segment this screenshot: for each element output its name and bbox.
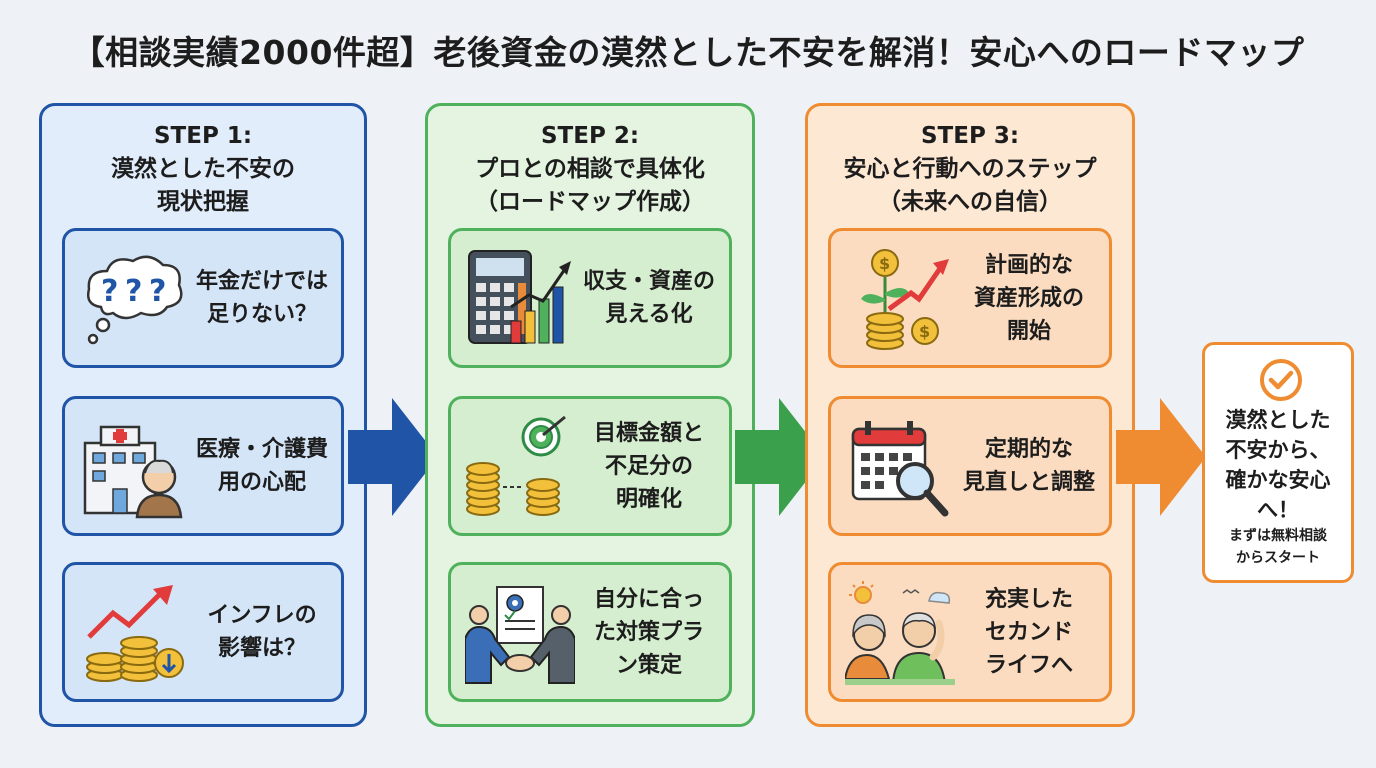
card-text-line: ライフへ: [984, 652, 1073, 678]
card-text-line: インフレの: [207, 603, 317, 628]
thought-cloud-question-icon: ? ? ?: [87, 255, 183, 345]
step-3-label: STEP 3:: [920, 123, 1020, 149]
card-text-line: 開始: [1006, 318, 1051, 344]
goal-box: 漠然とした 不安から、 確かな安心 へ！ まずは無料相談 からスタート: [1202, 342, 1354, 583]
card-regular-review: 定期的な 見直しと調整: [828, 396, 1112, 536]
free-consultation-note: まずは無料相談 からスタート: [1205, 525, 1351, 569]
card-inflation-impact: インフレの 影響は？: [62, 562, 344, 702]
note-line: からスタート: [1236, 550, 1320, 566]
hospital-elderly-icon: [83, 425, 183, 519]
step-3-column: STEP 3: 安心と行動へのステップ （未来への自信） $ $ 計画的な 資産…: [805, 103, 1135, 727]
card-text-line: た対策プラ: [593, 619, 704, 645]
arrow-step3-to-goal-icon: [1116, 398, 1206, 516]
step-1-label: STEP 1:: [153, 123, 253, 149]
note-line: まずは無料相談: [1229, 528, 1327, 544]
step-2-heading: STEP 2: プロとの相談で具体化 （ロードマップ作成）: [428, 120, 752, 219]
goal-line: 不安から、: [1225, 438, 1331, 462]
card-second-life: 充実した セカンド ライフへ: [828, 562, 1112, 702]
svg-text:$: $: [919, 322, 930, 341]
card-cashflow-visualization: 収支・資産の 見える化: [448, 228, 732, 368]
card-text-line: 見直しと調整: [962, 470, 1095, 495]
step-3-title-line-1: 安心と行動へのステップ: [843, 156, 1097, 182]
card-asset-building: $ $ 計画的な 資産形成の 開始: [828, 228, 1112, 368]
card-text-line: 医療・介護費: [195, 437, 328, 462]
card-medical-care-cost: 医療・介護費 用の心配: [62, 396, 344, 536]
calculator-chart-icon: [468, 250, 571, 344]
card-label: 自分に合っ た対策プラ ン策定: [579, 565, 719, 699]
card-text-line: 影響は？: [217, 636, 306, 661]
card-text-line: 資産形成の: [973, 285, 1084, 311]
card-label: 収支・資産の 見える化: [579, 231, 719, 365]
inflation-coins-icon: [86, 585, 184, 682]
step-1-column: STEP 1: 漠然とした不安の 現状把握 ? ? ? 年金だけでは 足りない？: [39, 103, 367, 727]
card-pension-worry: ? ? ? 年金だけでは 足りない？: [62, 228, 344, 368]
card-text-line: 見える化: [605, 302, 693, 327]
svg-text:?: ?: [101, 274, 118, 309]
card-text-line: 定期的な: [984, 437, 1073, 462]
card-label: 年金だけでは 足りない？: [193, 231, 331, 365]
card-text-line: 用の心配: [217, 470, 306, 495]
card-text-line: 収支・資産の: [582, 269, 715, 294]
card-text-line: 目標金額と: [593, 420, 704, 446]
card-text-line: 自分に合っ: [593, 586, 704, 612]
card-text-line: ン策定: [615, 652, 682, 678]
card-custom-plan: 自分に合っ た対策プラ ン策定: [448, 562, 732, 702]
step-1-heading: STEP 1: 漠然とした不安の 現状把握: [42, 120, 364, 219]
step-2-label: STEP 2:: [540, 123, 640, 149]
card-label: 目標金額と 不足分の 明確化: [579, 399, 719, 533]
step-2-title-line-2: （ロードマップ作成）: [475, 189, 705, 215]
step-3-heading: STEP 3: 安心と行動へのステップ （未来への自信）: [808, 120, 1132, 219]
card-text-line: セカンド: [984, 619, 1073, 645]
arrow-step1-to-step2-icon: [348, 398, 438, 516]
goal-line: 確かな安心: [1225, 468, 1331, 492]
step-3-title-line-2: （未来への自信）: [878, 189, 1062, 215]
arrow-step2-to-step3-icon: [735, 398, 825, 516]
card-label: 充実した セカンド ライフへ: [959, 565, 1099, 699]
card-label: 定期的な 見直しと調整: [959, 399, 1099, 533]
money-plant-growth-icon: $ $: [861, 249, 949, 350]
goal-message: 漠然とした 不安から、 確かな安心 へ！: [1205, 405, 1351, 525]
senior-couple-icon: [845, 581, 955, 685]
card-label: 計画的な 資産形成の 開始: [959, 231, 1099, 365]
page-title: 【相談実績2000件超】老後資金の漠然とした不安を解消！安心へのロードマップ: [71, 33, 1305, 72]
card-target-gap-clarification: 目標金額と 不足分の 明確化: [448, 396, 732, 536]
card-text-line: 不足分の: [604, 453, 693, 479]
step-1-title-line-2: 現状把握: [157, 189, 249, 215]
check-circle-icon: [1260, 359, 1302, 401]
target-coins-icon: [466, 415, 566, 516]
card-text-line: 年金だけでは: [195, 269, 328, 294]
card-label: インフレの 影響は？: [193, 565, 331, 699]
step-2-column: STEP 2: プロとの相談で具体化 （ロードマップ作成） 収支・資産の: [425, 103, 755, 727]
svg-text:?: ?: [149, 274, 166, 309]
calendar-magnifier-icon: [851, 421, 949, 517]
card-text-line: 明確化: [615, 486, 682, 512]
card-text-line: 充実した: [984, 586, 1073, 612]
card-text-line: 計画的な: [984, 252, 1073, 278]
goal-line: へ！: [1257, 498, 1299, 522]
card-text-line: 足りない？: [206, 302, 317, 327]
step-1-title-line-1: 漠然とした不安の: [111, 156, 295, 182]
step-2-title-line-1: プロとの相談で具体化: [475, 156, 705, 182]
svg-text:?: ?: [125, 274, 142, 309]
card-label: 医療・介護費 用の心配: [193, 399, 331, 533]
goal-line: 漠然とした: [1225, 408, 1331, 432]
handshake-document-icon: [465, 586, 575, 684]
svg-text:$: $: [879, 254, 890, 273]
